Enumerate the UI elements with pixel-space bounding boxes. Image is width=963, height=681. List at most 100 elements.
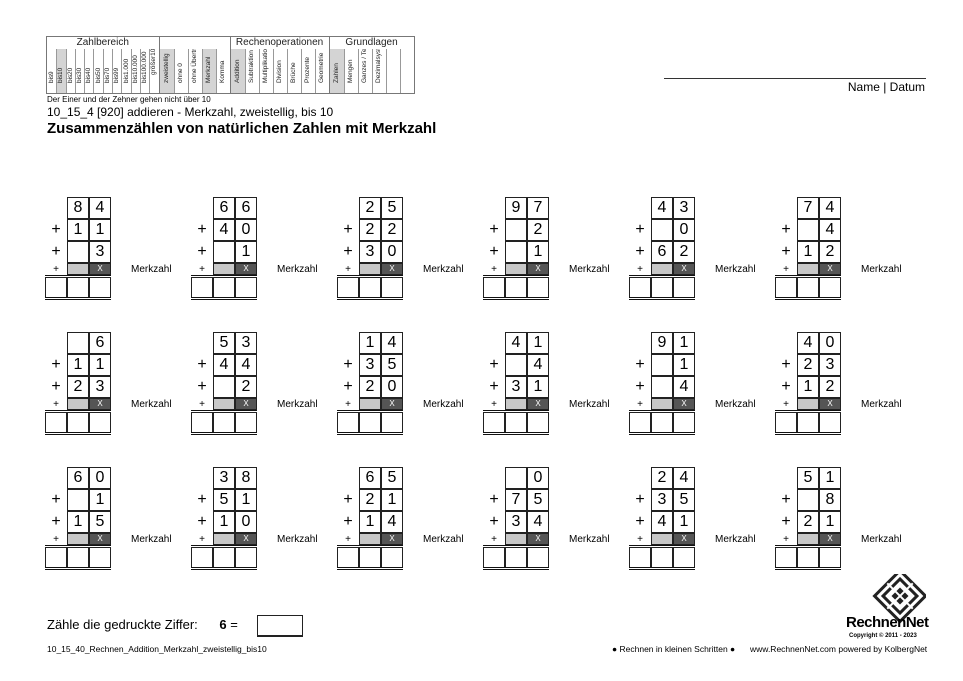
result-cell-tens[interactable] [505,412,527,433]
result-cell-tens[interactable] [359,547,381,568]
header-group-title [160,37,230,49]
digit-cell: 1 [89,219,111,241]
merkzahl-label: Merkzahl [423,264,464,275]
result-cell-ones[interactable] [819,277,841,298]
carry-tens-cell[interactable] [359,533,381,545]
result-cell-ones[interactable] [819,547,841,568]
result-cell-hundreds[interactable] [483,277,505,298]
result-cell-tens[interactable] [67,412,89,433]
result-cell-ones[interactable] [381,412,403,433]
result-cell-ones[interactable] [89,547,111,568]
carry-tens-cell[interactable] [505,263,527,275]
result-cell-ones[interactable] [235,547,257,568]
merkzahl-label: Merkzahl [861,264,902,275]
carry-tens-cell[interactable] [67,533,89,545]
result-cell-tens[interactable] [797,277,819,298]
result-cell-hundreds[interactable] [337,277,359,298]
result-cell-hundreds[interactable] [775,277,797,298]
carry-ones-cell: X [673,263,695,275]
result-cell-tens[interactable] [359,277,381,298]
digit-cell: 4 [797,332,819,354]
carry-tens-cell[interactable] [505,533,527,545]
result-cell-hundreds[interactable] [483,412,505,433]
result-cell-ones[interactable] [673,277,695,298]
result-cell-hundreds[interactable] [45,412,67,433]
carry-tens-cell[interactable] [651,533,673,545]
digit-cell: 9 [505,197,527,219]
carry-tens-cell[interactable] [67,398,89,410]
carry-tens-cell[interactable] [651,398,673,410]
result-cell-tens[interactable] [651,412,673,433]
result-cell-ones[interactable] [673,547,695,568]
digit-cell [213,241,235,263]
header-column: Brüche [286,49,301,93]
result-cell-ones[interactable] [527,547,549,568]
result-cell-ones[interactable] [235,277,257,298]
header-column: Addition [230,49,245,93]
result-cell-ones[interactable] [819,412,841,433]
result-cell-hundreds[interactable] [191,277,213,298]
carry-tens-cell[interactable] [797,263,819,275]
result-cell-ones[interactable] [527,277,549,298]
header-column [385,49,400,93]
result-cell-tens[interactable] [67,547,89,568]
carry-ones-cell: X [527,533,549,545]
result-cell-hundreds[interactable] [775,547,797,568]
carry-tens-cell[interactable] [505,398,527,410]
digit-cell: 1 [797,241,819,263]
count-answer-box[interactable] [257,615,303,636]
carry-tens-cell[interactable] [213,263,235,275]
result-underline [483,567,549,570]
result-cell-tens[interactable] [67,277,89,298]
carry-tens-cell[interactable] [67,263,89,275]
result-cell-ones[interactable] [381,277,403,298]
result-underline [45,432,111,435]
carry-tens-cell[interactable] [359,398,381,410]
result-cell-hundreds[interactable] [191,547,213,568]
result-cell-hundreds[interactable] [45,547,67,568]
result-cell-hundreds[interactable] [629,277,651,298]
result-cell-tens[interactable] [651,277,673,298]
carry-plus-sign: + [345,399,351,410]
result-cell-hundreds[interactable] [191,412,213,433]
carry-tens-cell[interactable] [213,398,235,410]
result-cell-ones[interactable] [527,412,549,433]
result-cell-tens[interactable] [359,412,381,433]
result-cell-hundreds[interactable] [629,412,651,433]
digit-cell: 0 [673,219,695,241]
result-cell-tens[interactable] [797,547,819,568]
result-cell-tens[interactable] [213,412,235,433]
result-cell-hundreds[interactable] [337,547,359,568]
plus-sign: + [781,356,791,373]
result-cell-ones[interactable] [89,412,111,433]
digit-cell: 5 [797,467,819,489]
result-cell-hundreds[interactable] [337,412,359,433]
result-cell-tens[interactable] [505,277,527,298]
digit-cell: 4 [213,354,235,376]
result-cell-ones[interactable] [673,412,695,433]
carry-tens-cell[interactable] [797,398,819,410]
result-cell-tens[interactable] [213,277,235,298]
merkzahl-label: Merkzahl [277,264,318,275]
result-cell-hundreds[interactable] [629,547,651,568]
result-cell-tens[interactable] [797,412,819,433]
result-cell-ones[interactable] [235,412,257,433]
result-cell-hundreds[interactable] [45,277,67,298]
carry-tens-cell[interactable] [651,263,673,275]
result-cell-ones[interactable] [89,277,111,298]
carry-tens-cell[interactable] [213,533,235,545]
result-cell-hundreds[interactable] [775,412,797,433]
digit-cell: 3 [651,489,673,511]
result-cell-ones[interactable] [381,547,403,568]
carry-ones-cell: X [89,398,111,410]
carry-tens-cell[interactable] [359,263,381,275]
digit-cell: 2 [797,511,819,533]
result-cell-tens[interactable] [213,547,235,568]
carry-tens-cell[interactable] [797,533,819,545]
result-cell-tens[interactable] [505,547,527,568]
name-date-line [664,78,926,79]
result-cell-hundreds[interactable] [483,547,505,568]
result-cell-tens[interactable] [651,547,673,568]
digit-cell: 3 [505,376,527,398]
digit-cell: 1 [381,489,403,511]
